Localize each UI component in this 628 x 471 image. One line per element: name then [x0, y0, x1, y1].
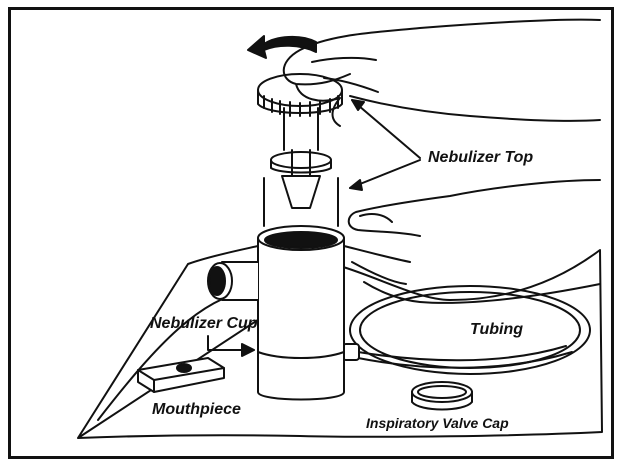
upper-hand-finger-lines: [311, 56, 379, 93]
lower-hand-thumb: [359, 213, 393, 223]
label-inspiratory-valve-cap: Inspiratory Valve Cap: [366, 415, 509, 431]
mouthpiece-opening: [176, 363, 192, 373]
tubing-lead: [357, 345, 567, 362]
tubing-connector: [342, 343, 360, 361]
lower-hand: [343, 179, 601, 304]
pointer-arrowhead-top-2: [349, 179, 363, 191]
nebulizer-cup-seam: [257, 351, 345, 359]
pointer-arrowhead-cup: [241, 343, 255, 357]
valve-cap-inner: [417, 385, 467, 399]
bag-outline: [77, 245, 603, 439]
label-nebulizer-cup: Nebulizer Cup: [150, 315, 258, 332]
valve-cap-side: [411, 391, 473, 411]
nebulizer-cup-body: [257, 237, 345, 401]
rotation-arrow: [247, 35, 317, 59]
upper-hand: [282, 18, 601, 127]
label-nebulizer-top: Nebulizer Top: [428, 149, 534, 166]
pointer-line-top-1: [351, 99, 421, 159]
pointer-arrowhead-top-1: [351, 99, 365, 111]
side-port-hole: [208, 266, 226, 296]
tubing-lead-inner: [357, 351, 573, 369]
baffle-ring: [270, 151, 332, 169]
nebulizer-top-stem: [283, 107, 319, 151]
pointer-line-cup: [207, 335, 247, 351]
tubing-coil-outer: [349, 285, 591, 375]
baffle-ring-side: [270, 159, 332, 174]
label-mouthpiece: Mouthpiece: [152, 401, 241, 418]
nebulizer-baffle: [281, 175, 321, 209]
nebulizer-cup-opening: [264, 231, 338, 249]
baffle-stem: [291, 149, 311, 177]
label-tubing: Tubing: [470, 321, 524, 338]
